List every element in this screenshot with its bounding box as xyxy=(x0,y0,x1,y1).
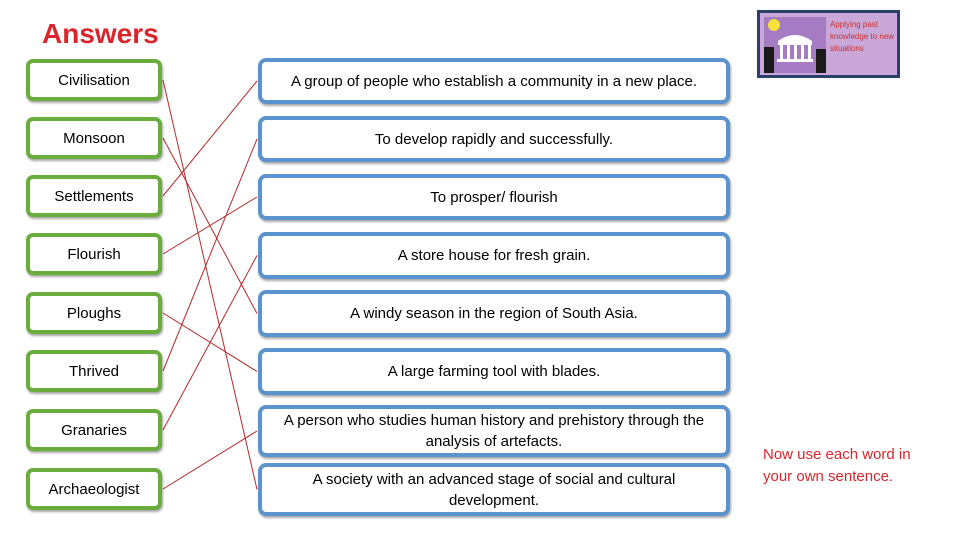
term-flourish[interactable]: Flourish xyxy=(26,233,162,275)
definition-2[interactable]: To develop rapidly and successfully. xyxy=(258,116,730,162)
instruction-note: Now use each word in your own sentence. xyxy=(763,446,911,485)
term-monsoon[interactable]: Monsoon xyxy=(26,117,162,159)
term-granaries[interactable]: Granaries xyxy=(26,409,162,451)
term-settlements[interactable]: Settlements xyxy=(26,175,162,217)
match-line-3 xyxy=(162,80,258,197)
building-icon xyxy=(764,17,826,73)
definition-6[interactable]: A large farming tool with blades. xyxy=(258,348,730,395)
page-title: Answers xyxy=(42,18,159,49)
definition-7[interactable]: A person who studies human history and p… xyxy=(258,405,730,457)
definition-5[interactable]: A windy season in the region of South As… xyxy=(258,290,730,337)
term-civilisation[interactable]: Civilisation xyxy=(26,59,162,101)
match-line-8 xyxy=(162,430,258,490)
term-archaeologist[interactable]: Archaeologist xyxy=(26,468,162,510)
logo: Applying past knowledge to new situation… xyxy=(757,10,900,78)
term-ploughs[interactable]: Ploughs xyxy=(26,292,162,334)
match-line-6 xyxy=(162,138,258,372)
match-line-4 xyxy=(162,196,258,255)
logo-caption: Applying past knowledge to new situation… xyxy=(830,20,895,53)
definition-1[interactable]: A group of people who establish a commun… xyxy=(258,58,730,104)
definition-4[interactable]: A store house for fresh grain. xyxy=(258,232,730,279)
match-line-7 xyxy=(162,255,258,431)
definition-3[interactable]: To prosper/ flourish xyxy=(258,174,730,220)
definition-8[interactable]: A society with an advanced stage of soci… xyxy=(258,463,730,516)
match-line-1 xyxy=(162,79,258,490)
term-thrived[interactable]: Thrived xyxy=(26,350,162,392)
